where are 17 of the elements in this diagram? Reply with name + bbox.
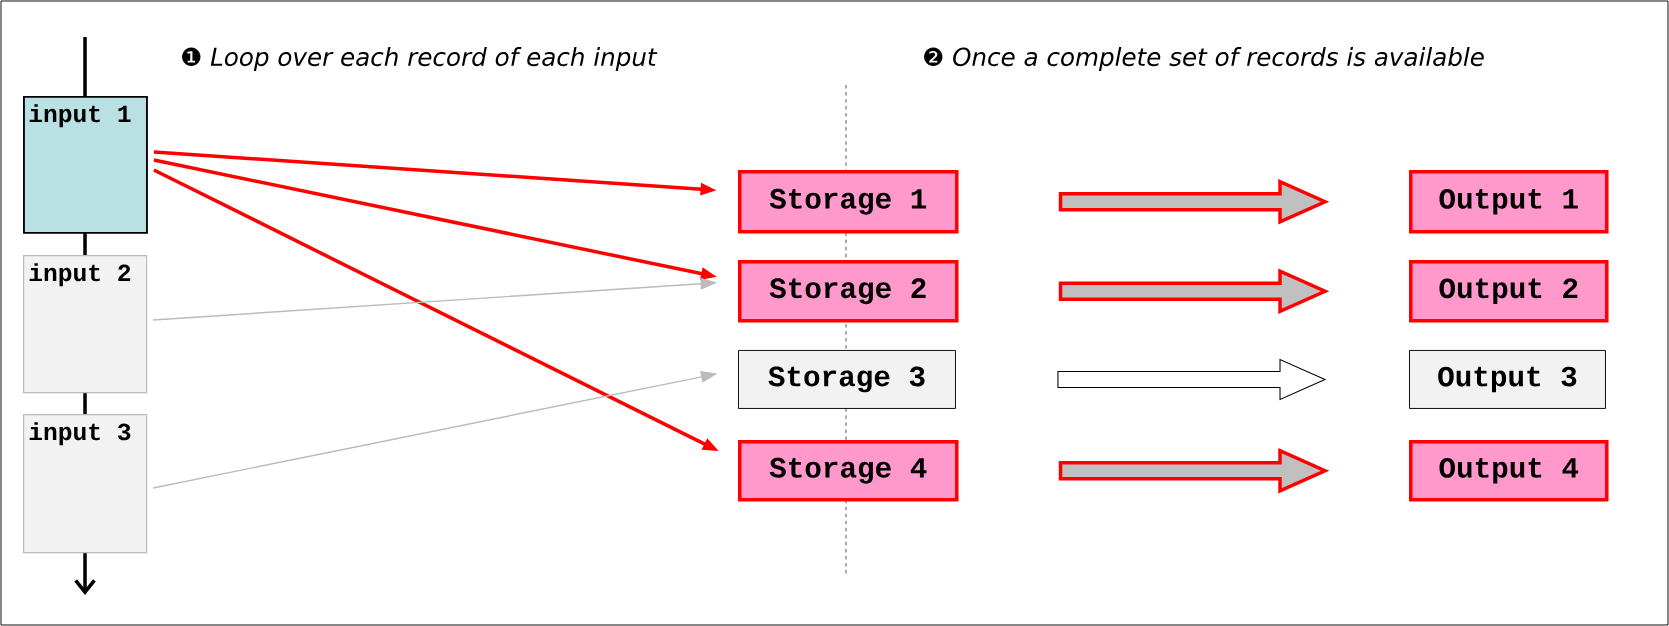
input-box: input 2 [23,255,148,394]
input-box: input 3 [23,414,148,554]
storage-box: Storage 2 [738,260,959,323]
output-box: Output 3 [1409,350,1606,409]
storage-box: Storage 1 [738,170,959,234]
output-box: Output 1 [1409,170,1609,234]
step-heading: ❶ Loop over each record of each input [182,47,658,71]
output-box: Output 2 [1409,260,1609,323]
output-box: Output 4 [1409,440,1609,502]
storage-box: Storage 3 [738,350,956,409]
step-heading: ❷ Once a complete set of records is available [924,47,1484,71]
block-arrow [1057,358,1327,401]
input-box: input 1 [23,96,148,234]
block-arrow [1058,268,1330,314]
storage-box: Storage 4 [738,440,959,502]
block-arrow [1058,448,1330,494]
block-arrow [1058,179,1330,225]
